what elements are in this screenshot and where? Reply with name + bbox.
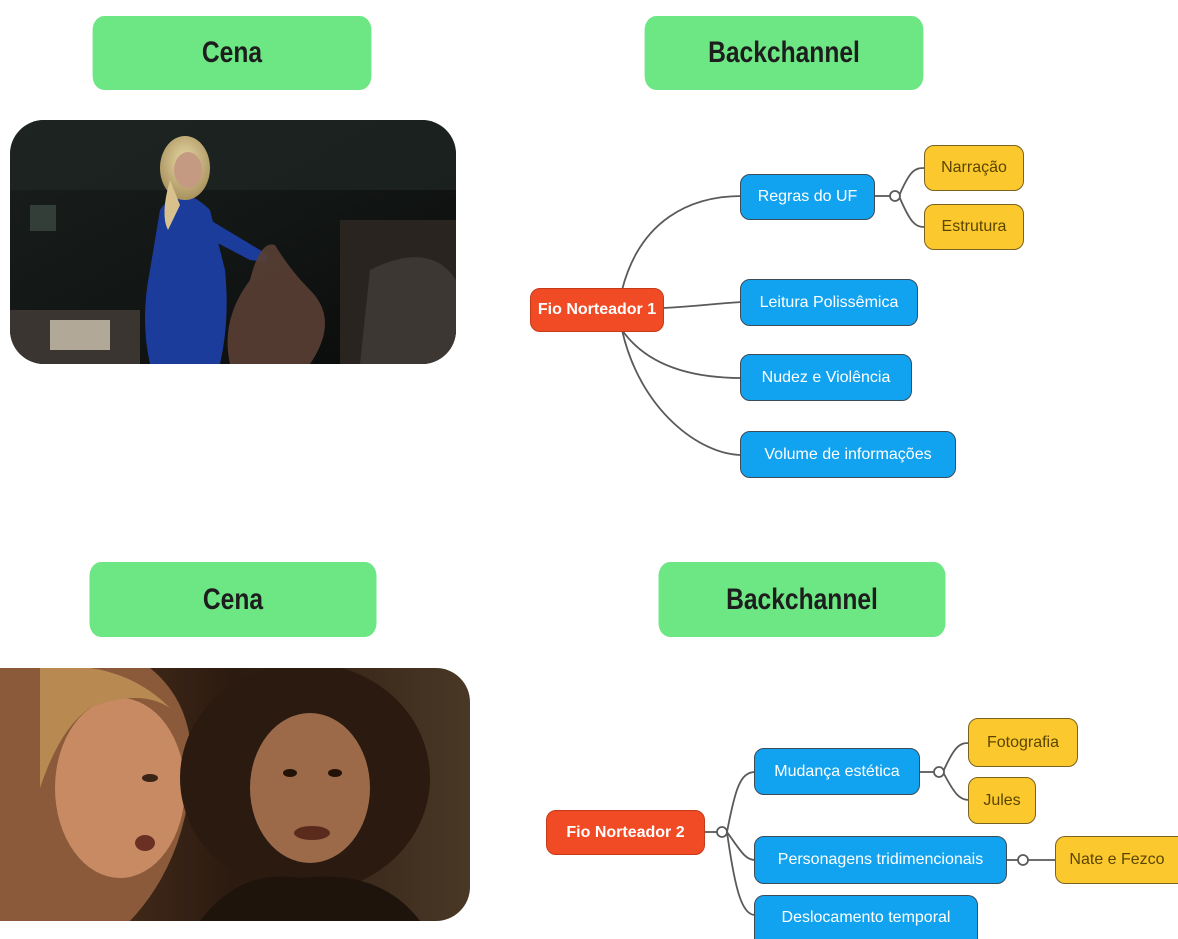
backchannel-header-1: Backchannel bbox=[644, 16, 924, 90]
mindmap-root-1[interactable]: Fio Norteador 1 bbox=[530, 288, 664, 332]
scene-header-1: Cena bbox=[92, 16, 372, 90]
subtopic-nate-e-fezco[interactable]: Nate e Fezco bbox=[1055, 836, 1178, 884]
subtopic-jules[interactable]: Jules bbox=[968, 777, 1036, 824]
subtopic-fotografia[interactable]: Fotografia bbox=[968, 718, 1078, 767]
backchannel-header-2: Backchannel bbox=[658, 562, 946, 637]
topic-deslocamento-temporal[interactable]: Deslocamento temporal bbox=[754, 895, 978, 939]
topic-personagens-tridimencionais[interactable]: Personagens tridimencionais bbox=[754, 836, 1007, 884]
topic-volume-de-informacoes[interactable]: Volume de informações bbox=[740, 431, 956, 478]
scene-header-2: Cena bbox=[89, 562, 377, 637]
scene-image-2 bbox=[0, 668, 470, 921]
connector-root1-regras bbox=[621, 195, 743, 291]
scene-image-1 bbox=[10, 120, 456, 364]
mindmap-root-2[interactable]: Fio Norteador 2 bbox=[546, 810, 705, 855]
subtopic-narracao[interactable]: Narração bbox=[924, 145, 1024, 191]
topic-mudanca-estetica[interactable]: Mudança estética bbox=[754, 748, 920, 795]
topic-nudez-e-violencia[interactable]: Nudez e Violência bbox=[740, 354, 912, 401]
subtopic-estrutura[interactable]: Estrutura bbox=[924, 204, 1024, 250]
topic-leitura-polissemica[interactable]: Leitura Polissêmica bbox=[740, 279, 918, 326]
topic-regras-do-uf[interactable]: Regras do UF bbox=[740, 174, 875, 220]
